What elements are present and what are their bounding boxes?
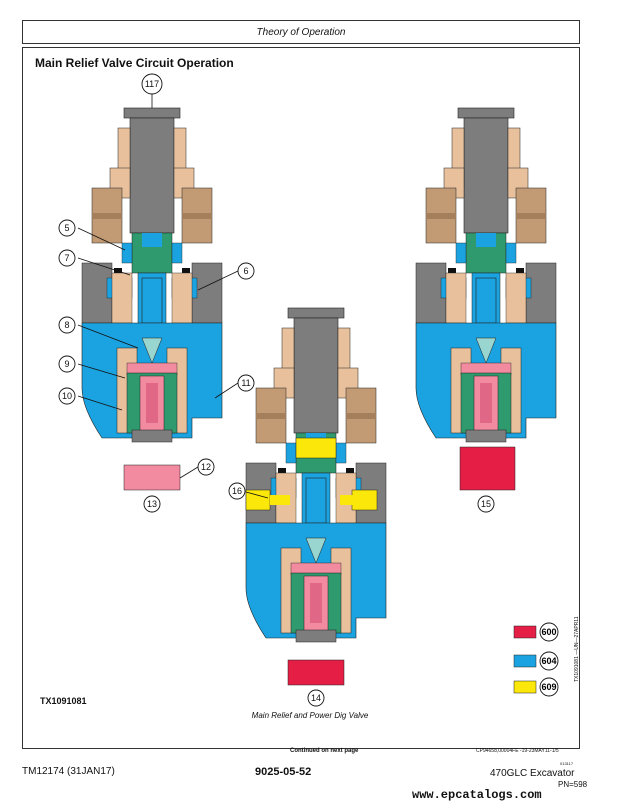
outlet-13 <box>123 464 181 491</box>
svg-text:8: 8 <box>64 320 69 330</box>
figure-id: TX1091081 <box>40 696 87 706</box>
figure-caption: Main Relief and Power Dig Valve <box>251 711 369 720</box>
callout-7: 7 <box>58 249 76 267</box>
callout-117: 117 <box>141 73 163 95</box>
callout-15: 15 <box>477 495 495 513</box>
continued-note: Continued on next page <box>290 748 359 754</box>
svg-text:15: 15 <box>481 499 491 509</box>
svg-text:11: 11 <box>241 378 250 388</box>
callout-14: 14 <box>307 689 325 707</box>
pilot-chamber <box>295 437 337 459</box>
legend-swatch-604 <box>513 654 537 668</box>
svg-text:7: 7 <box>64 253 69 263</box>
side-reference: TX1091081 —UN—27APR11 <box>574 616 580 683</box>
footer-manual-id: TM12174 (31JAN17) <box>22 766 115 777</box>
svg-text:9: 9 <box>64 359 69 369</box>
legend-code-609: 609 <box>541 682 556 692</box>
legend-code-600: 600 <box>541 627 556 637</box>
pilot-port-right <box>351 489 378 511</box>
callout-6: 6 <box>237 262 255 280</box>
svg-text:10: 10 <box>62 391 72 401</box>
legend-code-604: 604 <box>541 656 556 666</box>
section-title: Main Relief Valve Circuit Operation <box>35 56 234 70</box>
svg-text:16: 16 <box>232 486 242 496</box>
svg-text:12: 12 <box>201 462 211 472</box>
outlet-14 <box>287 659 345 686</box>
callout-13: 13 <box>143 495 161 513</box>
callout-16: 16 <box>228 482 246 500</box>
svg-text:117: 117 <box>145 79 159 89</box>
page-header: Theory of Operation <box>22 20 580 44</box>
svg-text:6: 6 <box>243 266 248 276</box>
footer-page-number: 9025-05-52 <box>255 766 312 778</box>
footer-model: 470GLC Excavator <box>490 768 575 779</box>
callout-9: 9 <box>58 355 76 373</box>
svg-text:14: 14 <box>311 693 321 703</box>
footer-date-code: 013117 <box>560 761 574 766</box>
callout-11: 11 <box>237 374 255 392</box>
figure-frame <box>22 47 580 749</box>
callout-10: 10 <box>58 387 76 405</box>
outlet-15 <box>459 446 516 491</box>
legend-swatch-609 <box>513 680 537 694</box>
svg-text:13: 13 <box>147 499 157 509</box>
callout-12: 12 <box>197 458 215 476</box>
legend-swatch-600 <box>513 625 537 639</box>
watermark: www.epcatalogs.com <box>412 788 542 802</box>
header-title: Theory of Operation <box>256 26 346 38</box>
legend: 600 604 609 <box>513 622 559 697</box>
footer-page-code: PN=598 <box>558 780 588 789</box>
svg-text:5: 5 <box>64 223 69 233</box>
document-reference: CP94658,00004FE -19-23MAY11-1/5 <box>476 748 559 754</box>
callout-5: 5 <box>58 219 76 237</box>
callout-8: 8 <box>58 316 76 334</box>
